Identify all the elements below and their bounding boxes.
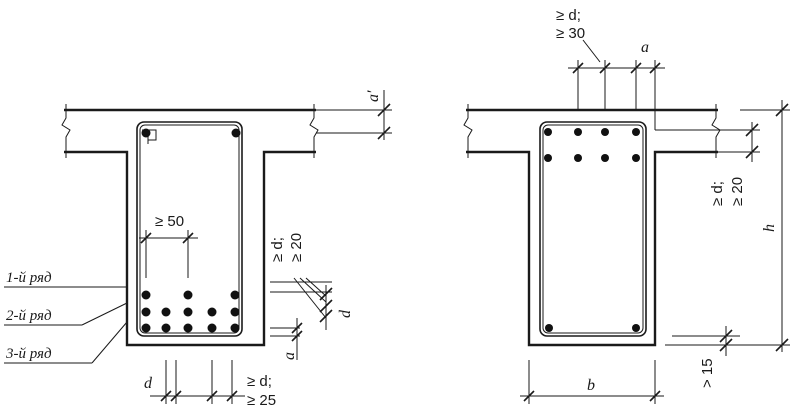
rebar-row2 [230, 290, 240, 300]
right-top-dim-line1: ≥ d; [556, 7, 581, 24]
right-dim-top [568, 39, 665, 130]
rebar-top2 [601, 154, 609, 162]
right-dim-b-label: b [587, 377, 595, 394]
right-vertical-line2: ≥ 20 [729, 177, 746, 206]
rebar-middle [141, 307, 151, 317]
row-label-2: 2-й ряд [6, 308, 52, 324]
rebar-row1 [230, 323, 240, 333]
dim-a-prime-label: a′ [365, 90, 382, 102]
right-top-bars-row1 [544, 128, 640, 136]
left-concrete-outline [64, 108, 316, 347]
row-label-3: 1-й ряд [6, 270, 52, 286]
left-dim-bar-spacing [139, 230, 198, 278]
left-dim-a-prime [316, 90, 392, 140]
rebar-row2 [141, 290, 151, 300]
dim-d-bottom-label: d [144, 375, 153, 392]
left-bars-row1 [141, 323, 240, 333]
right-dim-side [655, 100, 790, 356]
right-flange-break-left [463, 104, 473, 158]
rebar-middle [183, 307, 193, 317]
left-dim-vertical [270, 277, 333, 360]
right-top-bars-row2 [544, 154, 640, 162]
dim-vertical-line2: ≥ 20 [288, 233, 305, 262]
rebar-top2 [544, 154, 552, 162]
right-dim-a-label: a [641, 39, 649, 56]
dim-vertical-line1: ≥ d; [269, 237, 286, 262]
rebar-row1 [207, 323, 217, 333]
rebar-top [574, 128, 582, 136]
left-bars-row2 [141, 290, 240, 300]
right-stirrup [539, 121, 647, 337]
row-label-1: 3-й ряд [5, 346, 52, 362]
left-t-section: 1-й ряд 2-й ряд 3-й ряд ≥ 50 d ≥ d; ≥ 25… [4, 90, 392, 409]
right-dim-cover-label: > 15 [699, 358, 716, 388]
rebar-top [544, 128, 552, 136]
rebar-middle [161, 307, 171, 317]
dim-bar-spacing-label: ≥ 50 [155, 213, 184, 230]
left-flange-break-right [309, 104, 319, 158]
left-row-leaders [4, 286, 128, 364]
right-flange-break-right [711, 104, 721, 158]
rebar-top2 [632, 154, 640, 162]
rebar-top2 [574, 154, 582, 162]
right-vertical-line1: ≥ d; [709, 181, 726, 206]
right-top-dim-line2: ≥ 30 [556, 25, 585, 42]
left-stirrup [136, 121, 243, 337]
dim-d-side-label: d [337, 309, 354, 318]
dim-clear-line2: ≥ 25 [247, 392, 276, 409]
right-dim-b [520, 360, 664, 404]
rebar-row1 [161, 323, 171, 333]
left-bars-middle [141, 307, 240, 317]
rebar-middle [207, 307, 217, 317]
rebar-top [601, 128, 609, 136]
rebar-bottom [632, 324, 640, 332]
left-stirrup-inner [139, 124, 240, 334]
right-dim-h-label: h [761, 224, 778, 232]
right-concrete-outline [466, 108, 718, 347]
left-top-bar [231, 128, 241, 138]
dim-clear-line1: ≥ d; [247, 373, 272, 390]
left-flange-break-left [61, 104, 71, 158]
rebar-row1 [183, 323, 193, 333]
rebar-middle [230, 307, 240, 317]
dim-a-side-label: a [281, 352, 298, 360]
right-stirrup-inner [542, 124, 644, 334]
left-dim-bottom [150, 360, 245, 404]
left-top-bar [141, 128, 151, 138]
right-t-section: ≥ d; ≥ 30 a ≥ d; ≥ 20 h b > 15 [463, 7, 790, 404]
rebar-bottom [545, 324, 553, 332]
rebar-top [632, 128, 640, 136]
rebar-row1 [141, 323, 151, 333]
rebar-row2 [183, 290, 193, 300]
